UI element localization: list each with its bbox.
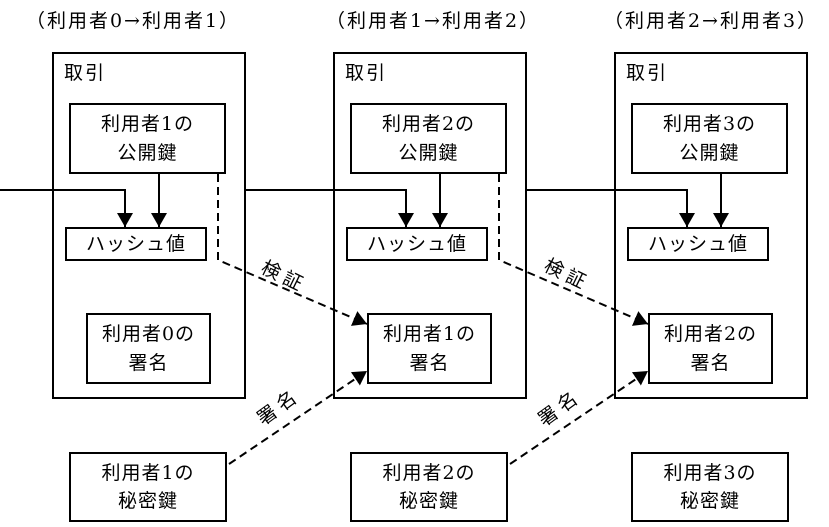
public-key-box: 利用者1の 公開鍵 bbox=[69, 103, 226, 174]
public-key-box: 利用者2の 公開鍵 bbox=[350, 103, 507, 174]
private-key-box-1: 利用者1の 秘密鍵 bbox=[69, 452, 227, 522]
hash-value-box: ハッシュ値 bbox=[346, 227, 488, 261]
sign-arrow-2 bbox=[509, 370, 649, 465]
transaction-label: 取引 bbox=[626, 62, 669, 84]
chain-line-into-block1 bbox=[0, 189, 133, 227]
private-key-box-2: 利用者2の 秘密鍵 bbox=[350, 452, 508, 522]
chain-line-block1-to-block2 bbox=[246, 189, 414, 227]
block3-title: （利用者2→利用者3） bbox=[603, 10, 819, 32]
chain-line-block2-to-block3 bbox=[527, 189, 695, 227]
verify-arrow-2 bbox=[498, 174, 649, 326]
verify-arrow-1 bbox=[217, 174, 368, 326]
hash-value-box: ハッシュ値 bbox=[627, 227, 769, 261]
signature-box: 利用者1の 署名 bbox=[367, 313, 492, 384]
transaction-block-1: 取引 利用者1の 公開鍵 ハッシュ値 利用者0の 署名 bbox=[52, 52, 246, 399]
hash-value-box: ハッシュ値 bbox=[65, 227, 207, 261]
private-key-box-3: 利用者3の 秘密鍵 bbox=[631, 452, 789, 522]
transaction-block-2: 取引 利用者2の 公開鍵 ハッシュ値 利用者1の 署名 bbox=[333, 52, 527, 399]
transaction-block-3: 取引 利用者3の 公開鍵 ハッシュ値 利用者2の 署名 bbox=[614, 52, 808, 399]
public-key-box: 利用者3の 公開鍵 bbox=[631, 103, 788, 174]
transaction-label: 取引 bbox=[64, 62, 107, 84]
block1-title: （利用者0→利用者1） bbox=[25, 10, 241, 32]
transaction-label: 取引 bbox=[345, 62, 388, 84]
signature-box: 利用者2の 署名 bbox=[648, 313, 773, 384]
signature-box: 利用者0の 署名 bbox=[86, 313, 211, 384]
sign-arrow-1 bbox=[228, 370, 368, 465]
block2-title: （利用者1→利用者2） bbox=[325, 10, 541, 32]
